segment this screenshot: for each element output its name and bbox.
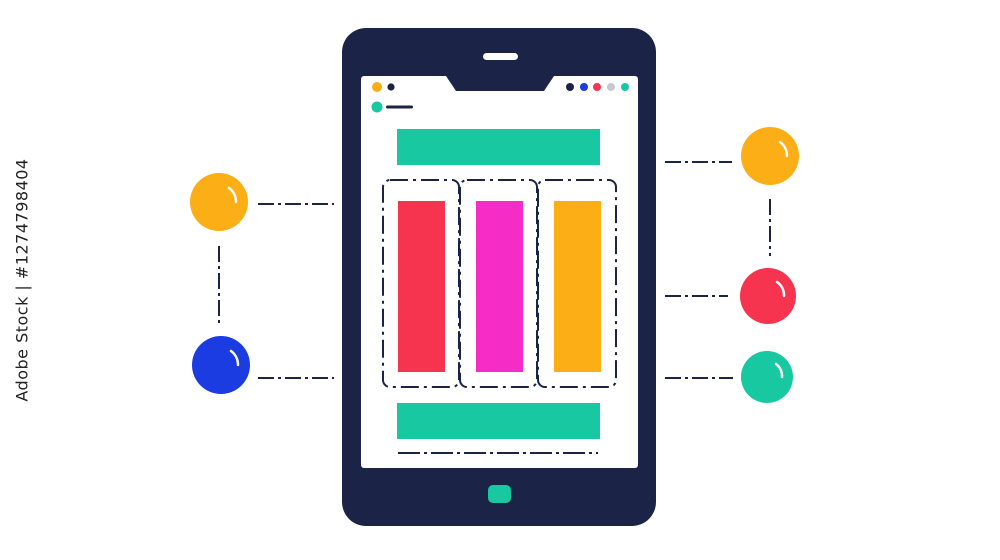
status-dot — [607, 83, 615, 91]
node-circle[interactable] — [192, 336, 250, 394]
node-fill — [190, 173, 248, 231]
left-nodes — [190, 173, 250, 394]
node-highlight — [229, 349, 240, 367]
header-dot — [372, 82, 382, 92]
status-dot — [580, 83, 588, 91]
node-fill — [192, 336, 250, 394]
column-bar — [398, 201, 445, 372]
column-bar — [476, 201, 523, 372]
status-dot — [621, 83, 629, 91]
column-bar — [554, 201, 601, 372]
header-bar — [397, 129, 600, 165]
node-circle[interactable] — [740, 268, 796, 324]
home-button[interactable] — [488, 485, 511, 503]
column-card[interactable] — [537, 179, 617, 388]
stock-id-text: Adobe Stock | #1274798404 — [12, 158, 32, 402]
node-fill — [741, 351, 793, 403]
node-highlight — [775, 280, 786, 298]
node-highlight — [774, 362, 784, 379]
node-fill — [740, 268, 796, 324]
menu-line — [386, 105, 413, 109]
node-circle[interactable] — [190, 173, 248, 231]
speaker-slot — [483, 53, 518, 60]
node-fill — [741, 127, 799, 185]
menu-icon[interactable] — [371, 101, 383, 113]
connector-lines — [218, 161, 771, 379]
camera-notch — [446, 76, 554, 91]
node-highlight — [778, 140, 789, 158]
node-highlight — [227, 186, 238, 204]
status-dot — [593, 83, 601, 91]
node-circle[interactable] — [741, 351, 793, 403]
status-dot — [566, 83, 574, 91]
header-dot — [387, 83, 395, 91]
footer-bar[interactable] — [397, 403, 600, 439]
node-circle[interactable] — [741, 127, 799, 185]
screen-content — [371, 82, 629, 454]
right-nodes — [740, 127, 799, 403]
